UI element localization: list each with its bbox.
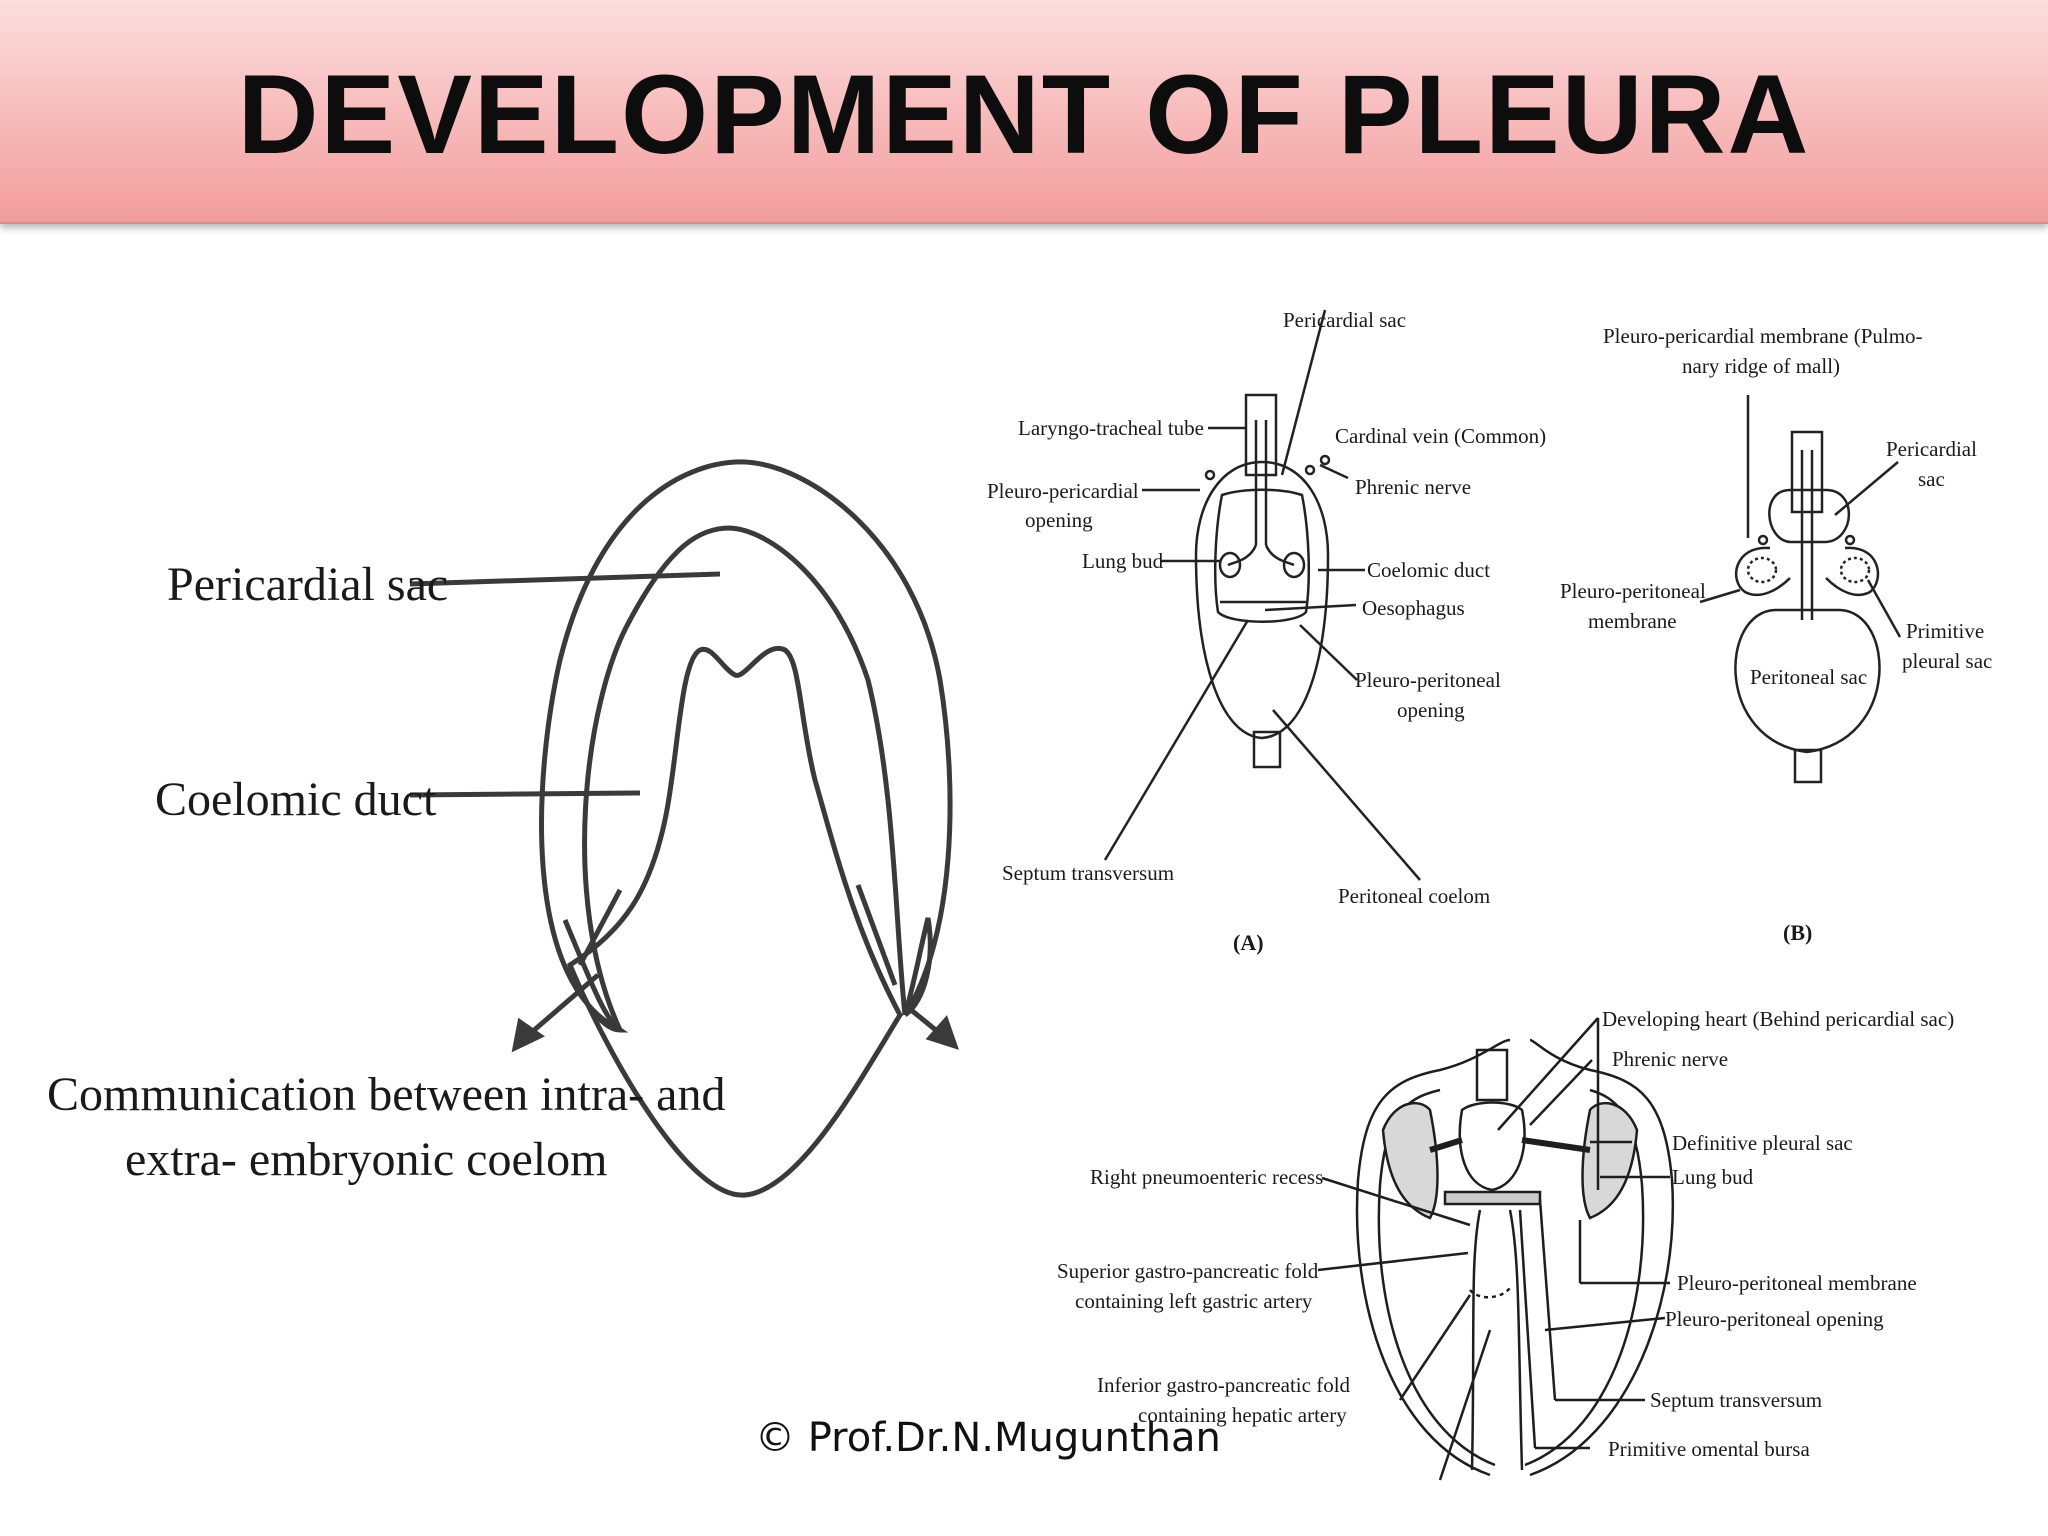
c-label-superior-fold-1: Superior gastro-pancreatic fold xyxy=(1057,1259,1319,1283)
c-trachea xyxy=(1475,1048,1509,1102)
diagram-b: Pleuro-pericardial membrane (Pulmo- nary… xyxy=(1560,324,1992,945)
c-label-lung-bud: Lung bud xyxy=(1672,1165,1754,1189)
b-right-pleural-sac xyxy=(1825,546,1880,597)
a-label-oesophagus: Oesophagus xyxy=(1362,596,1465,620)
b-label-primitive-2: pleural sac xyxy=(1902,649,1992,673)
c-label-right-recess: Right pneumoenteric recess xyxy=(1090,1165,1323,1189)
c-label-superior-fold-2: containing left gastric artery xyxy=(1075,1289,1313,1313)
b-leaders xyxy=(1699,395,1902,638)
c-label-omental-bursa: Primitive omental bursa xyxy=(1608,1437,1810,1461)
a-label-cardinal-vein: Cardinal vein (Common) xyxy=(1335,424,1546,448)
a-leaders xyxy=(1103,309,1421,881)
c-label-inferior-fold-1: Inferior gastro-pancreatic fold xyxy=(1097,1373,1351,1397)
title-banner xyxy=(0,0,2048,224)
left-communication-arrow xyxy=(523,973,600,1040)
a-label-pleuro-pericardial-1: Pleuro-pericardial xyxy=(987,479,1139,503)
c-gut-left xyxy=(1470,1209,1482,1471)
slide-title: DEVELOPMENT OF PLEURA xyxy=(237,52,1811,177)
b-pericardial-sac xyxy=(1768,488,1851,544)
gut-tube-outline xyxy=(566,645,903,1198)
a-outer-sac xyxy=(1194,460,1330,740)
b-caption: (B) xyxy=(1783,920,1812,945)
c-body-wall-outer xyxy=(1355,1038,1675,1477)
b-label-pp-membrane-2: membrane xyxy=(1588,609,1677,633)
c-septum-transversum xyxy=(1443,1190,1542,1206)
a-label-lung-bud: Lung bud xyxy=(1082,549,1164,573)
a-label-peritoneal-coelom: Peritoneal coelom xyxy=(1338,884,1490,908)
b-label-pp-membrane-1: Pleuro-peritoneal xyxy=(1560,579,1706,603)
right-communication-loop xyxy=(902,917,933,1017)
c-label-definitive-pleural-sac: Definitive pleural sac xyxy=(1672,1131,1853,1155)
c-leaders xyxy=(1317,1017,1670,1481)
c-heart xyxy=(1458,1101,1526,1192)
diagram-a: Pericardial sac Laryngo-tracheal tube Ca… xyxy=(987,308,1546,955)
b-label-membrane-1: Pleuro-pericardial membrane (Pulmo- xyxy=(1603,324,1923,348)
pericardial-sac-leader xyxy=(409,571,721,587)
outer-coelom-outline xyxy=(539,459,953,1033)
b-left-pleural-sac xyxy=(1735,546,1791,597)
a-label-pleuro-peritoneal-1: Pleuro-peritoneal xyxy=(1355,668,1501,692)
c-label-pp-membrane: Pleuro-peritoneal membrane xyxy=(1677,1271,1917,1295)
b-label-peritoneal-sac: Peritoneal sac xyxy=(1750,665,1867,689)
a-label-laryngo-tracheal: Laryngo-tracheal tube xyxy=(1018,416,1204,440)
diagram-c: Developing heart (Behind pericardial sac… xyxy=(1057,1007,1954,1481)
copyright-text: © Prof.Dr.N.Mugunthan xyxy=(755,1415,1221,1461)
c-label-inferior-fold-2: containing hepatic artery xyxy=(1138,1403,1347,1427)
a-lung-bud-right xyxy=(1282,551,1306,579)
c-label-septum-transversum: Septum transversum xyxy=(1650,1388,1822,1412)
a-label-pericardial-sac: Pericardial sac xyxy=(1283,308,1406,332)
c-left-lung xyxy=(1381,1101,1439,1220)
label-communication-line1: Communication between intra- and xyxy=(47,1068,725,1121)
c-gut-right xyxy=(1508,1209,1524,1471)
a-label-pleuro-pericardial-2: opening xyxy=(1025,508,1093,532)
a-label-septum-transversum: Septum transversum xyxy=(1002,861,1174,885)
coelomic-duct-leader xyxy=(409,790,641,798)
label-communication-line2: extra- embryonic coelom xyxy=(125,1133,607,1186)
inner-coelom-outline xyxy=(582,525,908,1032)
b-label-pericardial-2: sac xyxy=(1918,467,1945,491)
a-lung-bud-left xyxy=(1218,551,1242,579)
a-label-phrenic-nerve: Phrenic nerve xyxy=(1355,475,1471,499)
c-label-developing-heart: Developing heart (Behind pericardial sac… xyxy=(1602,1007,1954,1031)
label-pericardial-sac: Pericardial sac xyxy=(167,558,448,611)
a-pleural-chamber xyxy=(1213,488,1311,623)
a-label-coelomic-duct: Coelomic duct xyxy=(1367,558,1490,582)
c-label-phrenic-nerve: Phrenic nerve xyxy=(1612,1047,1728,1071)
right-arrow-head xyxy=(925,1015,959,1050)
b-label-pericardial-1: Pericardial xyxy=(1886,437,1977,461)
c-right-lung xyxy=(1581,1101,1639,1220)
b-label-primitive-1: Primitive xyxy=(1906,619,1984,643)
left-coelom-diagram: Pericardial sac Coelomic duct Communicat… xyxy=(47,459,959,1198)
b-peritoneal-sac xyxy=(1734,608,1881,754)
c-label-pp-opening: Pleuro-peritoneal opening xyxy=(1665,1307,1884,1331)
a-label-pleuro-peritoneal-2: opening xyxy=(1397,698,1465,722)
a-caption: (A) xyxy=(1233,930,1264,955)
a-trachea xyxy=(1244,393,1278,477)
left-arrow-head xyxy=(511,1017,545,1053)
b-label-membrane-2: nary ridge of mall) xyxy=(1682,354,1840,378)
label-coelomic-duct: Coelomic duct xyxy=(155,773,437,826)
